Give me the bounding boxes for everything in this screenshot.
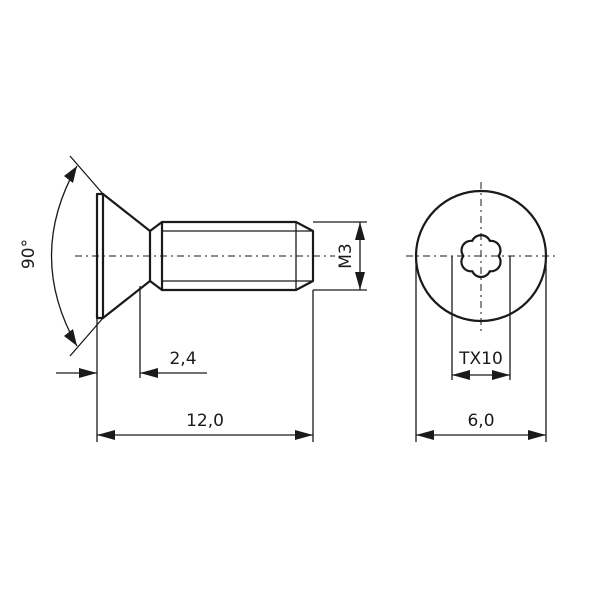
- thread-label: M3: [336, 243, 356, 268]
- drive-dimension: TX10: [451, 256, 511, 380]
- angle-arrow-upper: [64, 166, 77, 183]
- head-length-arrow-right: [140, 368, 158, 378]
- angle-arc: [50, 165, 78, 347]
- countersunk-cone-lower: [101, 279, 152, 320]
- head-diameter-dimension: 6,0: [415, 256, 547, 442]
- drive-arrow-right: [492, 370, 510, 380]
- drive-label: TX10: [458, 349, 503, 369]
- head-length-dimension: 2,4: [56, 286, 207, 378]
- total-length-dimension: 12,0: [96, 290, 314, 442]
- angle-extension-upper: [69, 155, 104, 195]
- angle-extension-lower: [69, 317, 104, 357]
- shank-outline: [148, 220, 315, 292]
- head-length-arrow-left: [79, 368, 97, 378]
- torx-drive-recess: [460, 234, 502, 279]
- total-length-arrow-right: [295, 430, 313, 440]
- diameter-arrow-right: [528, 430, 546, 440]
- total-length-label: 12,0: [186, 411, 224, 431]
- thread-dimension: M3: [313, 221, 367, 291]
- screw-end-view: [406, 182, 556, 332]
- head-diameter-label: 6,0: [467, 411, 494, 431]
- screw-side-view: [75, 192, 335, 320]
- angle-dimension: 90°: [19, 155, 104, 357]
- angle-label: 90°: [19, 239, 39, 269]
- countersunk-cone-upper: [101, 192, 152, 233]
- total-length-arrow-left: [97, 430, 115, 440]
- thread-arrow-upper: [355, 222, 365, 240]
- angle-arrow-lower: [64, 329, 77, 346]
- thread-arrow-lower: [355, 272, 365, 290]
- head-length-label: 2,4: [169, 349, 196, 369]
- drive-arrow-left: [452, 370, 470, 380]
- head-face: [95, 192, 105, 320]
- diameter-arrow-left: [416, 430, 434, 440]
